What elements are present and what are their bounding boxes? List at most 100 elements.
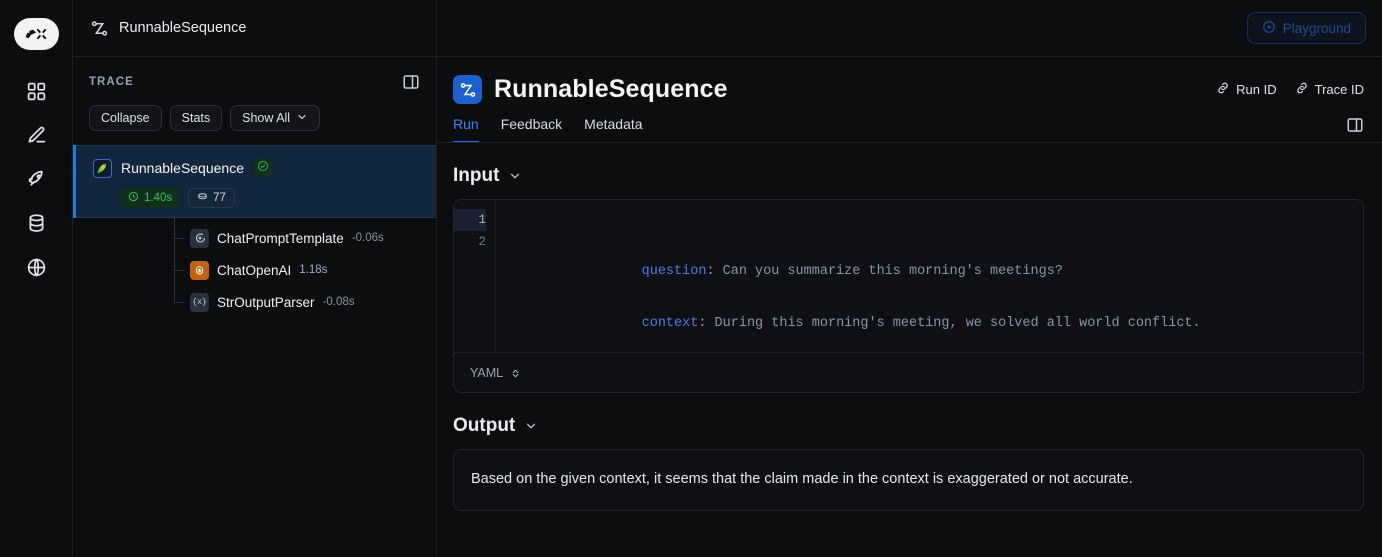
grid-icon [26, 81, 47, 107]
globe-icon [26, 257, 47, 283]
yaml-value: Can you summarize this morning's meeting… [722, 264, 1063, 279]
breadcrumb-bar: RunnableSequence [73, 0, 436, 57]
input-section: Input 1 2 question: Can you summarize [453, 165, 1364, 393]
id-links: Run ID Trace ID [1216, 81, 1364, 98]
panel-toggle-icon[interactable] [1346, 116, 1364, 134]
token-coin-icon [197, 191, 208, 205]
stats-button-label: Stats [181, 111, 211, 125]
detail-tabs: Run Feedback Metadata [437, 116, 1382, 143]
trace-id-button[interactable]: Trace ID [1295, 81, 1364, 98]
duration-value: 1.40s [144, 192, 173, 204]
token-badge: 77 [188, 188, 235, 208]
playground-label: Playground [1282, 20, 1351, 36]
playground-button[interactable]: Playground [1246, 12, 1366, 44]
line-number: 2 [478, 235, 486, 249]
code-footer: YAML [454, 352, 1363, 392]
input-title: Input [453, 165, 500, 186]
tabs-divider [437, 142, 1382, 143]
up-down-chevron-icon[interactable] [510, 366, 521, 379]
rail-item-dashboard[interactable] [16, 74, 56, 114]
database-icon [26, 213, 47, 239]
trace-label: TRACE [89, 76, 134, 88]
tree-children: ChatPromptTemplate -0.06s ChatOpenAI 1.1… [73, 218, 436, 318]
chevron-down-icon [296, 111, 308, 126]
chevron-down-icon[interactable] [508, 169, 522, 183]
tree-row-duration: 1.18s [299, 264, 328, 276]
collapse-button[interactable]: Collapse [89, 105, 162, 131]
output-title: Output [453, 415, 516, 436]
link-icon [1295, 81, 1309, 98]
detail-body: RunnableSequence Run ID [437, 57, 1382, 557]
page-title: RunnableSequence [494, 75, 728, 103]
output-card: Based on the given context, it seems tha… [453, 449, 1364, 511]
run-id-button[interactable]: Run ID [1216, 81, 1277, 98]
code-line: question: Can you summarize this morning… [641, 264, 1063, 279]
openai-icon [190, 260, 209, 280]
duration-badge: 1.40s [120, 188, 181, 208]
tab-feedback-label: Feedback [500, 116, 563, 132]
tree-row-chatprompttemplate[interactable]: ChatPromptTemplate -0.06s [73, 222, 436, 254]
braces-x-glyph: {x} [192, 297, 207, 307]
tree-row-duration: -0.08s [322, 296, 355, 308]
prompt-icon [190, 228, 209, 248]
status-badge [253, 159, 273, 177]
tab-run-label: Run [453, 116, 479, 132]
tree-row-stroutputparser[interactable]: {x} StrOutputParser -0.08s [73, 286, 436, 318]
tab-feedback[interactable]: Feedback [501, 116, 562, 143]
tab-metadata-label: Metadata [584, 116, 643, 132]
left-nav-rail [0, 0, 73, 557]
rail-item-datasets[interactable] [16, 206, 56, 246]
yaml-value: During this morning's meeting, we solved… [714, 316, 1201, 331]
link-icon [1216, 81, 1230, 98]
panel-toggle-icon[interactable] [402, 73, 420, 91]
tab-run[interactable]: Run [453, 116, 479, 143]
code-content[interactable]: question: Can you summarize this morning… [496, 200, 1363, 352]
rail-item-deployments[interactable] [16, 162, 56, 202]
language-label: YAML [470, 365, 504, 380]
trace-toolbar: Collapse Stats Show All [89, 105, 420, 131]
breadcrumb-title: RunnableSequence [119, 20, 247, 36]
trace-header: TRACE Collapse Stats Show All [73, 57, 436, 131]
yaml-key: context [641, 316, 699, 331]
rail-item-public[interactable] [16, 250, 56, 290]
langchain-parrot-icon [93, 158, 112, 178]
tree-row-duration: -0.06s [351, 232, 384, 244]
langsmith-logo[interactable] [13, 18, 59, 50]
tree-row-label: StrOutputParser [217, 294, 315, 310]
check-circle-icon [257, 159, 269, 177]
run-id-label: Run ID [1236, 82, 1277, 97]
collapse-button-label: Collapse [101, 111, 150, 125]
detail-topbar: Playground [437, 0, 1382, 57]
sequence-icon [90, 19, 109, 38]
clock-icon [128, 191, 139, 205]
trace-tree: RunnableSequence [73, 145, 436, 557]
yaml-key: question [641, 264, 707, 279]
rocket-icon [26, 169, 47, 195]
detail-panel: Playground RunnableSequence [437, 0, 1382, 557]
output-section: Output Based on the given context, it se… [453, 415, 1364, 511]
stats-button[interactable]: Stats [169, 105, 223, 131]
code-line: context: During this morning's meeting, … [641, 316, 1201, 331]
tree-row-chatopenai[interactable]: ChatOpenAI 1.18s [73, 254, 436, 286]
detail-title-row: RunnableSequence Run ID [453, 57, 1364, 104]
rail-item-annotate[interactable] [16, 118, 56, 158]
tree-row-label: ChatPromptTemplate [217, 230, 344, 246]
trace-id-label: Trace ID [1314, 82, 1364, 97]
play-circle-icon [1262, 20, 1276, 37]
trace-panel: RunnableSequence TRACE Collapse Stats [73, 0, 437, 557]
line-number: 1 [454, 209, 486, 231]
tree-row-label: RunnableSequence [121, 160, 244, 176]
token-value: 77 [213, 192, 226, 204]
line-number-gutter: 1 2 [454, 200, 496, 352]
sequence-icon [453, 75, 482, 104]
tree-row-runnablesequence[interactable]: RunnableSequence [73, 145, 436, 218]
show-all-dropdown[interactable]: Show All [230, 105, 321, 131]
chevron-down-icon[interactable] [524, 419, 538, 433]
output-text: Based on the given context, it seems tha… [471, 471, 1133, 487]
pencil-icon [26, 125, 47, 151]
input-code-card: 1 2 question: Can you summarize this mor… [453, 199, 1364, 393]
tab-metadata[interactable]: Metadata [584, 116, 642, 143]
braces-x-icon: {x} [190, 292, 209, 312]
show-all-label: Show All [242, 111, 291, 125]
